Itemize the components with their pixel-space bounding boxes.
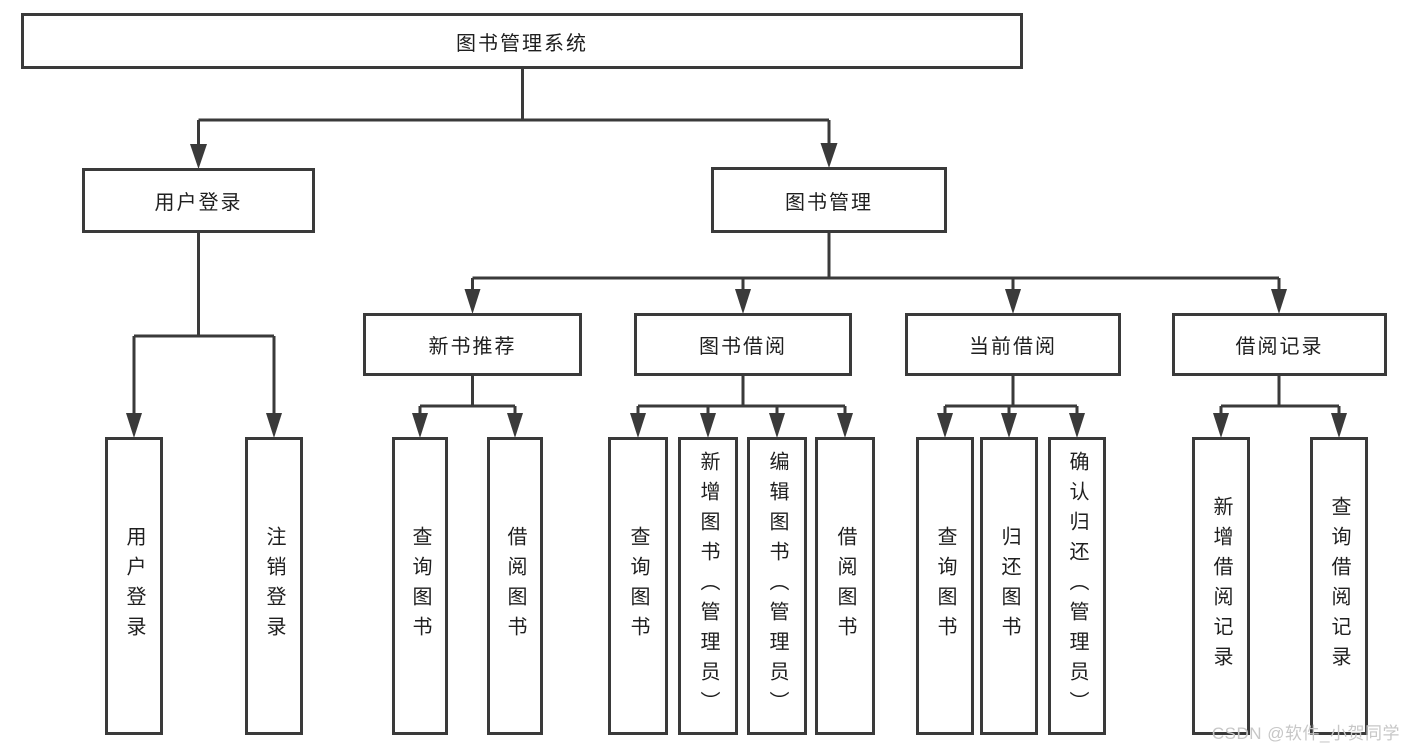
- leaf-br-add-record: 新增借阅记录: [1192, 437, 1250, 735]
- arrowhead-icon: [937, 413, 953, 438]
- arrowhead-icon: [1001, 413, 1017, 438]
- node-current-borrow: 当前借阅: [905, 313, 1121, 376]
- arrowhead-icon: [769, 413, 785, 438]
- arrowhead-icon: [412, 413, 428, 438]
- arrowhead-icon: [1069, 413, 1085, 438]
- arrowhead-icon: [190, 144, 207, 169]
- leaf-bb-edit-books-admin: 编辑图书（管理员）: [747, 437, 807, 735]
- node-borrow-records: 借阅记录: [1172, 313, 1387, 376]
- leaf-user-login: 用户登录: [105, 437, 163, 735]
- arrowhead-icon: [126, 413, 142, 438]
- arrowhead-icon: [700, 413, 716, 438]
- arrowhead-icon: [735, 289, 751, 314]
- arrowhead-icon: [837, 413, 853, 438]
- arrowhead-icon: [820, 143, 838, 168]
- arrowhead-icon: [1331, 413, 1347, 438]
- arrowhead-icon: [1271, 289, 1287, 314]
- node-book-management: 图书管理: [711, 167, 947, 233]
- leaf-bb-borrow-books: 借阅图书: [815, 437, 875, 735]
- arrowhead-icon: [630, 413, 646, 438]
- leaf-rec-query-books: 查询图书: [392, 437, 448, 735]
- leaf-cb-return-books: 归还图书: [980, 437, 1038, 735]
- arrowhead-icon: [464, 289, 481, 314]
- leaf-cb-confirm-return-admin: 确认归还（管理员）: [1048, 437, 1106, 735]
- arrowhead-icon: [266, 413, 282, 438]
- node-root: 图书管理系统: [21, 13, 1023, 69]
- arrowhead-icon: [1005, 289, 1021, 314]
- arrowhead-icon: [507, 413, 523, 438]
- leaf-logout: 注销登录: [245, 437, 303, 735]
- arrowhead-icon: [1213, 413, 1229, 438]
- leaf-rec-borrow-books: 借阅图书: [487, 437, 543, 735]
- watermark-text: CSDN @软件_小贺同学: [1211, 724, 1400, 743]
- leaf-bb-query-books: 查询图书: [608, 437, 668, 735]
- node-user-login: 用户登录: [82, 168, 315, 233]
- leaf-cb-query-books: 查询图书: [916, 437, 974, 735]
- leaf-br-query-record: 查询借阅记录: [1310, 437, 1368, 735]
- node-book-borrow: 图书借阅: [634, 313, 852, 376]
- leaf-bb-add-books-admin: 新增图书（管理员）: [678, 437, 738, 735]
- node-new-book-recommend: 新书推荐: [363, 313, 582, 376]
